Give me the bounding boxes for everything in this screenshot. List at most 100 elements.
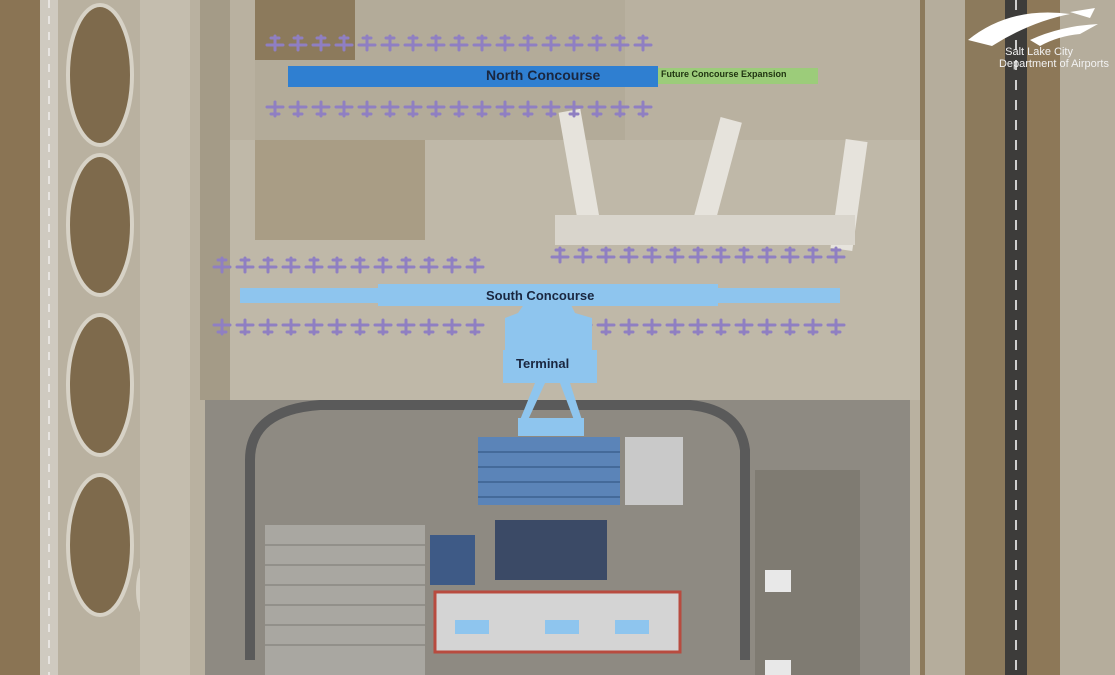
- aircraft-icon: [311, 34, 331, 52]
- aircraft-icon: [350, 318, 370, 336]
- aircraft-icon: [518, 34, 538, 52]
- terminal-curbside: [518, 418, 584, 436]
- aircraft-icon: [311, 100, 331, 118]
- east-runway: [1005, 0, 1027, 675]
- aircraft-icon: [442, 318, 462, 336]
- aircraft-icon: [304, 256, 324, 274]
- aircraft-icon: [426, 100, 446, 118]
- aircraft-icon: [564, 100, 584, 118]
- existing-piers: [555, 108, 868, 251]
- taxiway-west: [140, 0, 190, 675]
- aircraft-icon: [826, 246, 846, 264]
- aircraft-icon: [373, 318, 393, 336]
- east-roof-2: [765, 660, 791, 675]
- parking-west: [265, 525, 425, 675]
- parking-rows: [265, 544, 425, 646]
- south-concourse-hub: [378, 284, 718, 306]
- terminal-bridges: [520, 383, 545, 420]
- aircraft-icon: [396, 256, 416, 274]
- aircraft-icon: [826, 318, 846, 336]
- aircraft-icon: [541, 34, 561, 52]
- terminal-label: Terminal: [516, 356, 570, 371]
- aircraft-rows: [212, 34, 846, 336]
- aircraft-icon: [426, 34, 446, 52]
- aircraft-icon: [281, 318, 301, 336]
- aircraft-icon: [633, 100, 653, 118]
- rental-garage: [495, 520, 607, 580]
- aircraft-icon: [419, 256, 439, 274]
- aircraft-icon: [596, 246, 616, 264]
- aircraft-icon: [235, 318, 255, 336]
- south-concourse-label: South Concourse: [486, 288, 595, 303]
- far-east-strip: [1060, 0, 1115, 675]
- aircraft-icon: [465, 318, 485, 336]
- aircraft-icon: [357, 34, 377, 52]
- aircraft-icon: [734, 318, 754, 336]
- aircraft-icon: [212, 256, 232, 274]
- aircraft-icon: [711, 246, 731, 264]
- aircraft-icon: [449, 100, 469, 118]
- logo-text-line2: Department of Airports: [998, 58, 1109, 70]
- small-garage: [430, 535, 475, 585]
- aircraft-icon: [304, 318, 324, 336]
- aircraft-icon: [258, 318, 278, 336]
- aircraft-icon: [419, 318, 439, 336]
- sky-logo-icon: [968, 8, 1098, 47]
- aircraft-icon: [596, 318, 616, 336]
- east-roof-1: [765, 570, 791, 592]
- aircraft-icon: [780, 318, 800, 336]
- aircraft-icon: [288, 34, 308, 52]
- future-expansion-label: Future Concourse Expansion: [661, 69, 787, 79]
- aircraft-icon: [688, 318, 708, 336]
- aircraft-icon: [803, 246, 823, 264]
- north-concourse-label: North Concourse: [486, 67, 601, 83]
- aircraft-icon: [757, 246, 777, 264]
- aircraft-icon: [472, 34, 492, 52]
- north-concourse: [288, 66, 658, 87]
- aircraft-icon: [688, 246, 708, 264]
- aircraft-icon: [587, 100, 607, 118]
- aircraft-icon: [734, 246, 754, 264]
- aircraft-icon: [642, 246, 662, 264]
- aircraft-icon: [327, 318, 347, 336]
- aircraft-icon: [610, 100, 630, 118]
- terminal-bridges-2: [560, 383, 582, 420]
- aircraft-icon: [327, 256, 347, 274]
- aircraft-icon: [550, 246, 570, 264]
- aircraft-icon: [281, 256, 301, 274]
- aircraft-icon: [757, 318, 777, 336]
- aircraft-icon: [380, 100, 400, 118]
- aircraft-icon: [288, 100, 308, 118]
- aircraft-icon: [258, 256, 278, 274]
- aircraft-icon: [642, 318, 662, 336]
- aircraft-icon: [350, 256, 370, 274]
- aircraft-icon: [573, 246, 593, 264]
- roadway-loop: [245, 400, 750, 660]
- taxiway-west-2: [200, 0, 230, 400]
- aircraft-icon: [212, 318, 232, 336]
- future-concourse-expansion: [658, 68, 818, 84]
- aircraft-icon: [449, 34, 469, 52]
- garage-rows: [478, 451, 620, 498]
- central-dark-area: [255, 140, 425, 240]
- aircraft-icon: [403, 34, 423, 52]
- terminal-building: [503, 350, 597, 383]
- aircraft-icon: [564, 34, 584, 52]
- aircraft-icon: [803, 318, 823, 336]
- aircraft-icon: [587, 34, 607, 52]
- logo-text-line1: Salt Lake City: [1005, 46, 1073, 58]
- aircraft-icon: [357, 100, 377, 118]
- left-field: [0, 0, 40, 675]
- aircraft-icon: [495, 100, 515, 118]
- aircraft-icon: [334, 100, 354, 118]
- aircraft-icon: [665, 318, 685, 336]
- aircraft-icon: [610, 34, 630, 52]
- south-lot-blue-blocks: [455, 620, 649, 634]
- parking-garage: [478, 437, 620, 505]
- aircraft-icon: [265, 34, 285, 52]
- aircraft-icon: [619, 318, 639, 336]
- aircraft-icon: [380, 34, 400, 52]
- aircraft-icon: [235, 256, 255, 274]
- aircraft-icon: [442, 256, 462, 274]
